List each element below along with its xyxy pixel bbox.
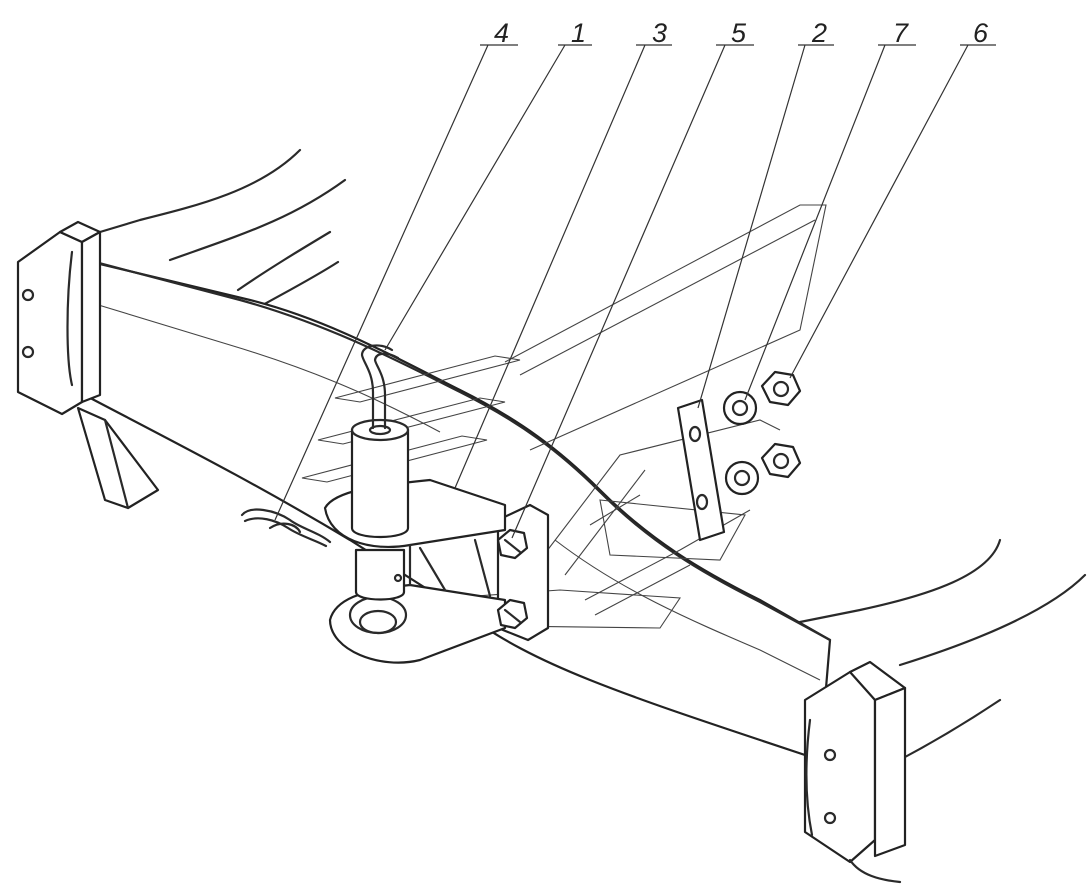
callout-7: 7	[893, 18, 909, 48]
chassis-frame	[16, 148, 1087, 884]
callout-4: 4	[494, 18, 509, 48]
hook-pin	[350, 344, 410, 601]
callout-5: 5	[731, 18, 747, 48]
washers	[722, 390, 760, 496]
plate	[676, 398, 726, 542]
cotter-pin	[240, 508, 332, 548]
leader-lines	[274, 44, 996, 539]
callout-1: 1	[571, 18, 586, 48]
callout-6: 6	[973, 18, 989, 48]
bolts	[496, 528, 529, 630]
callout-labels: 4 1 3 5 2 7 6	[494, 18, 989, 48]
callout-3: 3	[652, 18, 667, 48]
nuts	[760, 370, 802, 479]
callout-2: 2	[811, 18, 827, 48]
explode-guides	[301, 204, 827, 629]
